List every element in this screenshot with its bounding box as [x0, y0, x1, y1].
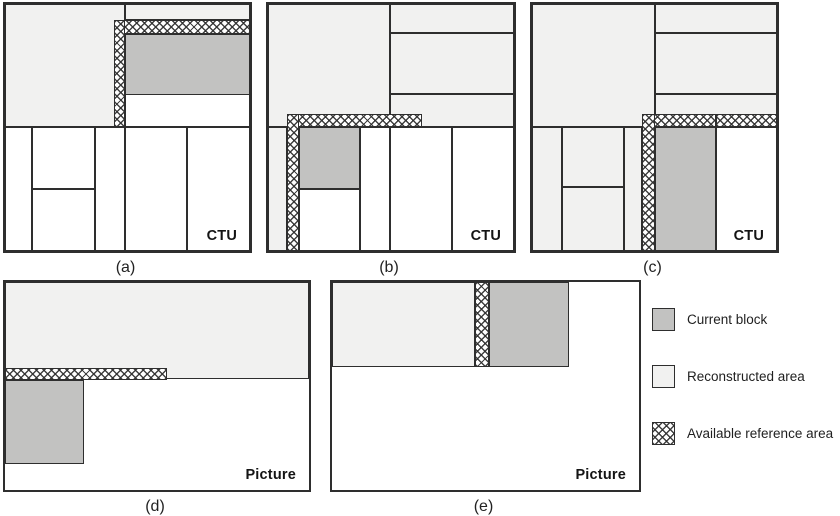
region-bottom-cell — [32, 127, 95, 189]
region-bottom-cell — [5, 127, 32, 251]
figure-c: CTU (c) — [530, 2, 779, 277]
legend: Current block Reconstructed area Availab… — [652, 308, 833, 445]
figure-d-caption: (d) — [145, 498, 165, 515]
region-reconstructed-top-left-quadrant — [268, 4, 390, 127]
region-reconstructed-bottom-cell — [532, 127, 562, 251]
legend-label-current-block: Current block — [687, 312, 768, 327]
region-bottom-cell — [299, 189, 360, 251]
figure-e-tag: Picture — [575, 467, 626, 483]
region-available-reference-strip-h — [5, 368, 167, 380]
region-reconstructed-strip — [655, 4, 777, 33]
region-current-block — [489, 282, 569, 367]
region-reconstructed-strip — [655, 94, 777, 116]
figure-a-caption: (a) — [115, 259, 136, 276]
region-bottom-cell — [125, 127, 187, 251]
region-reconstructed-strip — [390, 4, 514, 33]
region-reconstructed-bottom-cell — [562, 187, 624, 251]
region-available-reference-strip-h — [716, 114, 777, 127]
region-reconstructed-bottom-cell — [562, 127, 624, 187]
figure-b-box: CTU — [266, 2, 516, 253]
region-bottom-cell — [95, 127, 125, 251]
figure-b-caption: (b) — [379, 259, 399, 276]
figure-e: Picture (e) — [330, 280, 641, 516]
region-current-block — [125, 34, 250, 95]
figure-d: Picture (d) — [3, 280, 311, 516]
region-available-reference-strip-h — [287, 114, 422, 127]
legend-item-available-reference-area: Available reference area — [652, 422, 833, 445]
region-bottom-cell — [716, 127, 777, 251]
region-reconstructed-bottom-cell — [624, 127, 642, 251]
region-reconstructed-area — [332, 282, 475, 367]
region-available-reference-strip-v — [475, 282, 489, 367]
figure-d-tag: Picture — [245, 467, 296, 483]
current-block-swatch — [652, 308, 675, 331]
legend-label-available-reference-area: Available reference area — [687, 426, 834, 441]
region-reconstructed-top-strip — [125, 4, 250, 20]
region-reconstructed-top-left-quadrant — [532, 4, 655, 127]
figure-e-box: Picture — [330, 280, 641, 492]
figure-c-tag: CTU — [733, 228, 764, 244]
region-reconstructed-area — [5, 282, 309, 379]
region-current-block — [655, 127, 716, 251]
region-bottom-cell — [187, 127, 250, 251]
figure-b: CTU (b) — [266, 2, 516, 277]
figure-a-tag: CTU — [206, 228, 237, 244]
region-reconstructed-left-column — [268, 127, 287, 251]
region-reconstructed-strip — [390, 33, 514, 94]
region-available-reference-strip-v — [287, 114, 299, 251]
region-bottom-cell — [452, 127, 514, 251]
available-reference-area-swatch — [652, 422, 675, 445]
figure-c-box: CTU — [530, 2, 779, 253]
figure-c-caption: (c) — [643, 259, 662, 276]
figure-e-caption: (e) — [473, 498, 494, 515]
reconstructed-area-swatch — [652, 365, 675, 388]
legend-label-reconstructed-area: Reconstructed area — [687, 369, 805, 384]
region-available-reference-strip-v — [642, 114, 655, 251]
region-available-reference-strip-v — [114, 20, 125, 127]
legend-item-reconstructed-area: Reconstructed area — [652, 365, 833, 388]
figure-d-box: Picture — [3, 280, 311, 492]
region-current-block — [299, 127, 360, 189]
legend-item-current-block: Current block — [652, 308, 833, 331]
region-reconstructed-strip — [655, 33, 777, 94]
region-bottom-cell — [390, 127, 452, 251]
figure-b-tag: CTU — [470, 228, 501, 244]
region-reconstructed-top-left-quadrant — [5, 4, 125, 127]
region-current-block — [5, 380, 84, 464]
region-bottom-cell — [360, 127, 390, 251]
figure-a-box: CTU — [3, 2, 252, 253]
region-available-reference-strip-h — [114, 20, 250, 34]
figure-a: CTU (a) — [3, 2, 252, 277]
region-bottom-cell — [32, 189, 95, 251]
